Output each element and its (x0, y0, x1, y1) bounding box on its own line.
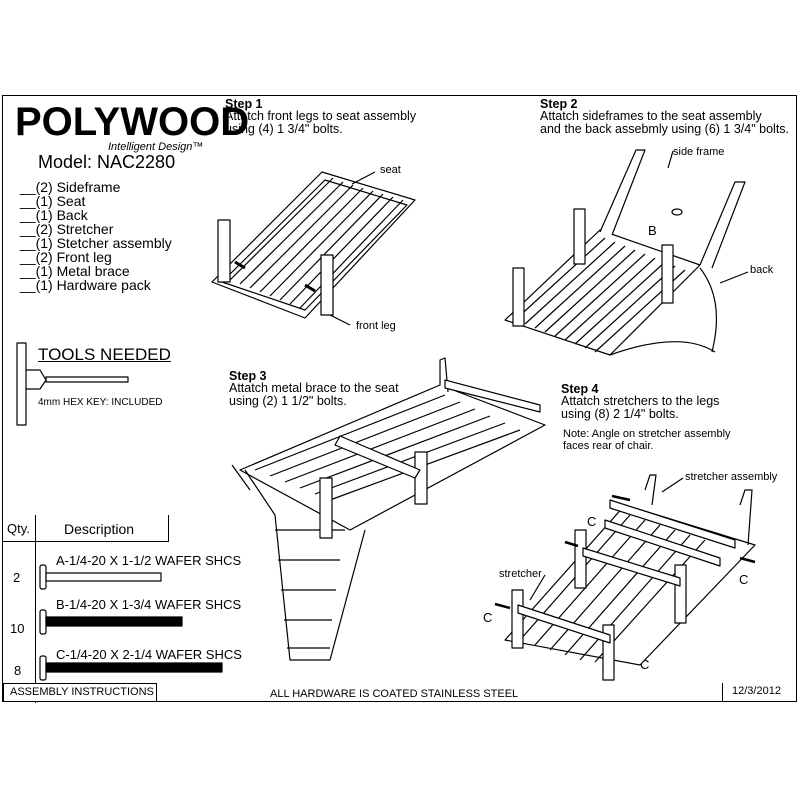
hw-desc: A-1/4-20 X 1-1/2 WAFER SHCS (56, 553, 242, 568)
label-back: back (750, 264, 774, 276)
step1-seat-illustration (211, 171, 416, 326)
hardware-table-divider (35, 515, 36, 703)
bolt-a-icon (39, 564, 162, 590)
list-item: __(1) Hardware pack (20, 277, 151, 293)
step4-chair-illustration (494, 474, 756, 681)
tools-title: TOOLS NEEDED (38, 345, 171, 364)
label-seat: seat (380, 164, 401, 176)
list-item: __(2) Stretcher (20, 221, 114, 237)
hw-desc: C-1/4-20 X 2-1/4 WAFER SHCS (56, 647, 242, 662)
bolt-c-icon (39, 655, 223, 681)
parts-list: __(2) Sideframe __(1) Seat __(1) Back __… (20, 180, 172, 292)
document-frame (2, 95, 797, 702)
list-item: __(1) Metal brace (20, 263, 130, 279)
list-item: __(1) Back (20, 207, 88, 223)
col-qty-header: Qty. (7, 521, 30, 536)
list-item: __(1) Seat (20, 193, 86, 209)
step3-title: Step 3 (229, 369, 267, 383)
hw-qty: 8 (14, 663, 22, 678)
brand-logo: POLYWOOD (15, 100, 250, 144)
footer-date: 12/3/2012 (722, 683, 797, 702)
label-bolt-c: C (739, 572, 749, 587)
label-bolt-c: C (587, 514, 597, 529)
label-bolt-c: C (640, 657, 650, 672)
label-side-frame: side frame (673, 146, 725, 158)
col-desc-header: Description (64, 521, 135, 537)
list-item: __(2) Front leg (20, 249, 112, 265)
step2-chair-illustration (504, 149, 749, 356)
label-bolt-c: C (483, 610, 493, 625)
footer-title: ASSEMBLY INSTRUCTIONS (3, 683, 157, 702)
hex-key-icon (16, 342, 129, 426)
hw-qty: 10 (10, 621, 25, 636)
list-item: __(1) Stetcher assembly (20, 235, 172, 251)
bolt-b-icon (39, 609, 183, 635)
brand-tagline: Intelligent Design™ (108, 141, 204, 153)
tools-note: 4mm HEX KEY: INCLUDED (38, 397, 163, 408)
list-item: __(2) Sideframe (20, 179, 121, 195)
label-stretcher-assembly: stretcher assembly (685, 471, 778, 483)
step2-title: Step 2 (540, 97, 578, 111)
step3-chair-illustration (231, 357, 546, 661)
label-front-leg: front leg (356, 320, 396, 332)
footer-note: ALL HARDWARE IS COATED STAINLESS STEEL (270, 688, 519, 700)
label-stretcher: stretcher (499, 568, 542, 580)
hw-desc: B-1/4-20 X 1-3/4 WAFER SHCS (56, 597, 242, 612)
model-number: Model: NAC2280 (38, 152, 176, 172)
hw-qty: 2 (13, 570, 21, 585)
hardware-table-header (3, 515, 169, 542)
step4-title: Step 4 (561, 382, 599, 396)
step1-title: Step 1 (225, 97, 263, 111)
label-bolt-b: B (648, 223, 657, 238)
